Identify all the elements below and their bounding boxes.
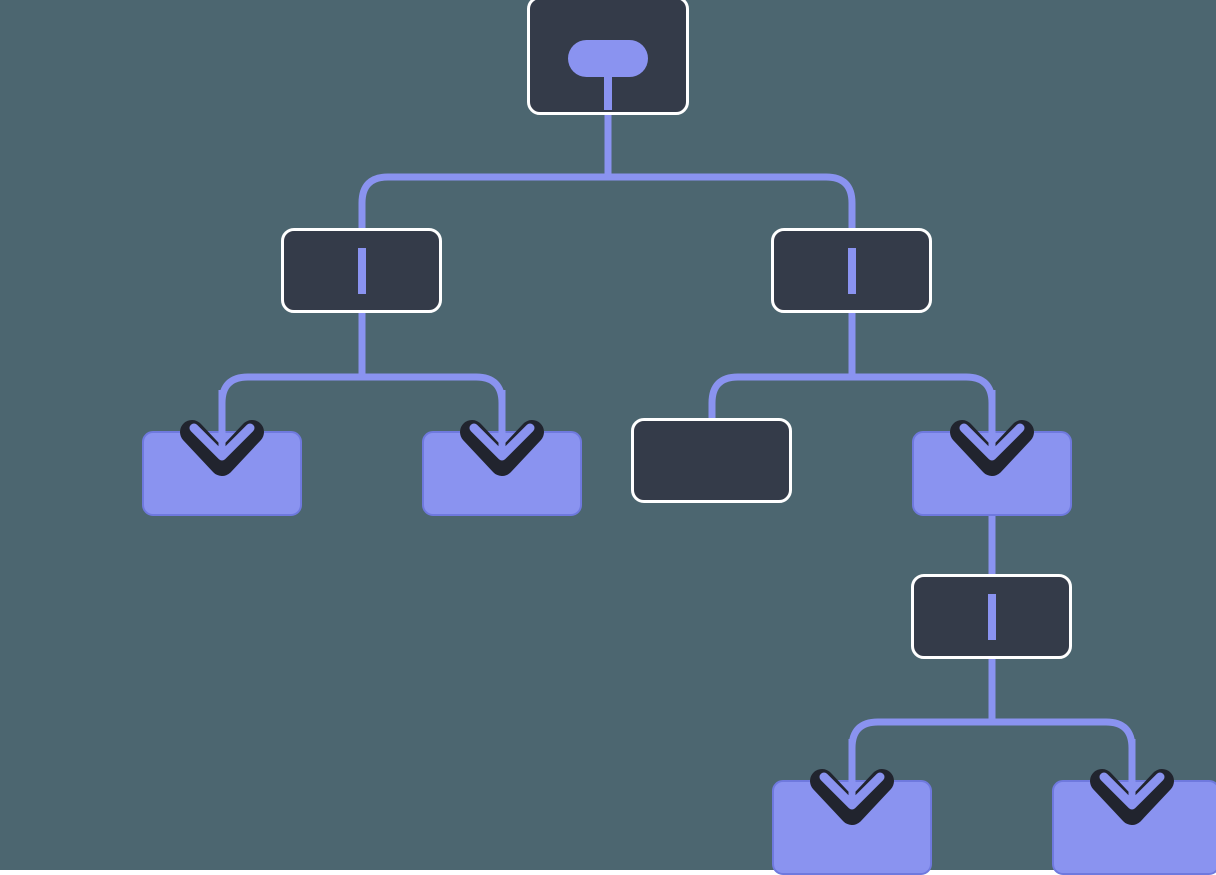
level4-leaf-2[interactable] [1052, 780, 1216, 875]
edge-root-to-level1-right [608, 173, 856, 232]
level1-left-node-inner-line [358, 248, 366, 294]
edge-level1-right-to-dark [708, 373, 852, 420]
level2-dark-node[interactable] [631, 418, 792, 503]
root-node-stem [604, 70, 612, 110]
level2-leaf-1[interactable] [142, 431, 302, 516]
edge-root-to-level1-left [358, 173, 608, 232]
level2-leaf-3[interactable] [912, 431, 1072, 516]
level3-dark-node-inner-line [988, 594, 996, 640]
level4-leaf-1[interactable] [772, 780, 932, 875]
level1-right-node-inner-line [848, 248, 856, 294]
level2-leaf-2[interactable] [422, 431, 582, 516]
